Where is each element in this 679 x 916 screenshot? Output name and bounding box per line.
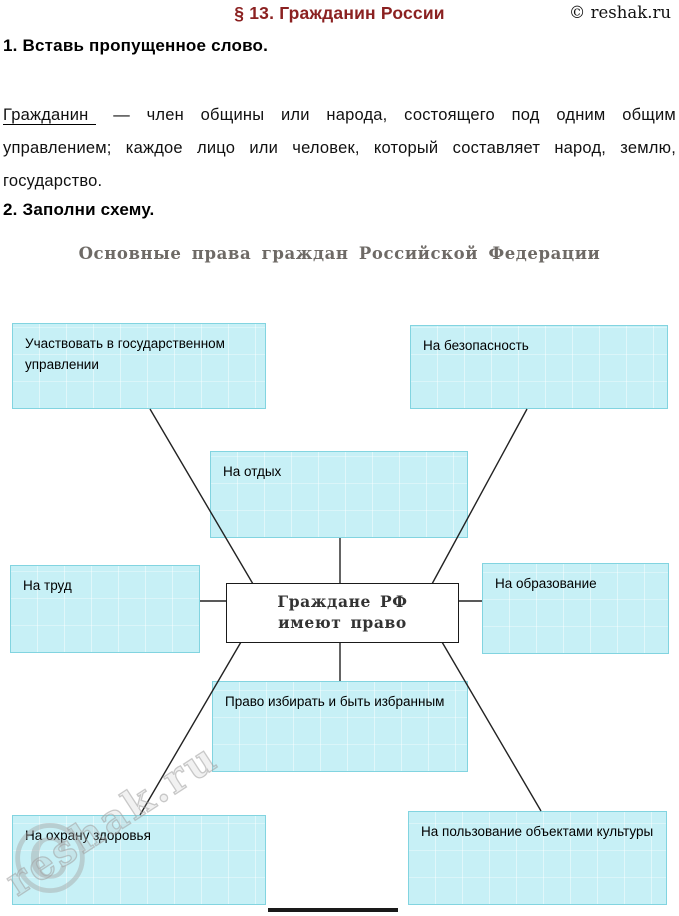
diagram-box-health: На охрану здоровья [12, 815, 266, 905]
diagram-box-label: На образование [495, 576, 597, 591]
diagram-box-elect: Право избирать и быть избранным [212, 681, 468, 772]
task1-heading: 1. Вставь пропущенное слово. [3, 36, 269, 55]
task2-heading: 2. Заполни схему. [3, 200, 155, 219]
diagram-center-box: Граждане РФ имеют право [226, 583, 459, 643]
diagram-box-label: На труд [23, 578, 72, 593]
scan-edge-artifact [268, 908, 398, 912]
connector-line-safety [431, 408, 528, 585]
diagram-box-culture: На пользование объектами культуры [408, 811, 667, 905]
diagram-box-labor: На труд [10, 565, 200, 653]
diagram-box-participate: Участвовать в государственном управлении [12, 323, 266, 409]
diagram-box-label: Право избирать и быть избранным [225, 694, 445, 709]
connector-line-health [139, 641, 242, 816]
diagram-title: Основные права граждан Российской Федера… [78, 244, 601, 263]
diagram-box-label: На охрану здоровья [25, 828, 151, 843]
page-title: § 13. Гражданин России [234, 3, 445, 23]
connector-line-culture [441, 641, 542, 812]
center-box-line1: Граждане РФ [277, 592, 408, 612]
brand-mark: © reshak.ru [568, 3, 671, 22]
diagram-box-label: Участвовать в государственном управлении [25, 336, 225, 372]
diagram-box-rest: На отдых [210, 451, 468, 538]
diagram-box-label: На пользование объектами культуры [421, 824, 654, 839]
diagram-box-label: На отдых [223, 464, 282, 479]
diagram-box-education: На образование [482, 563, 669, 654]
definition-text: — член общины или народа, состоящего под… [3, 105, 676, 190]
diagram-box-safety: На безопасность [410, 325, 668, 409]
filled-in-term: Гражданин [3, 105, 97, 125]
center-box-line2: имеют право [278, 613, 407, 632]
diagram-box-label: На безопасность [423, 338, 529, 353]
definition-paragraph: Гражданин — член общины или народа, сост… [3, 99, 676, 198]
connector-line-participate [149, 408, 254, 585]
